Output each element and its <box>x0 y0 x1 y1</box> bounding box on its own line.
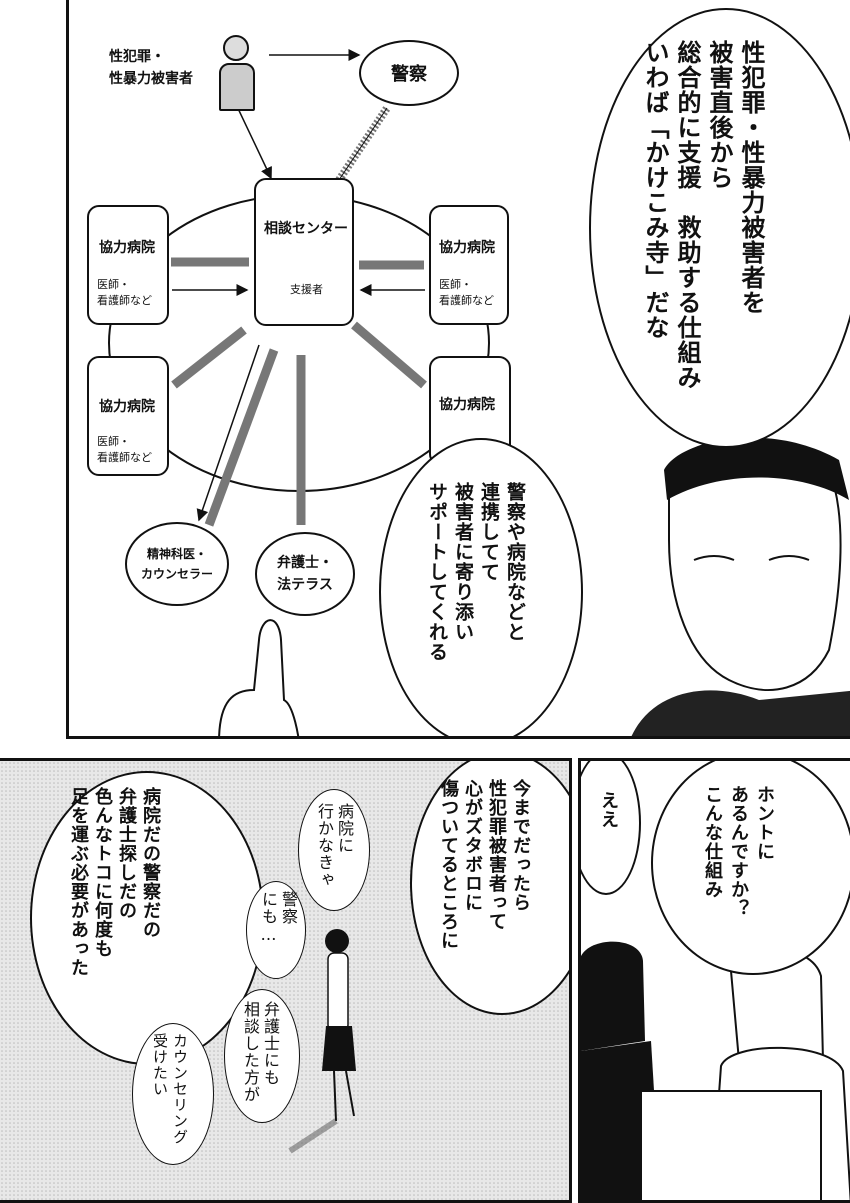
thought-text-police: 警察 にも… <box>259 891 298 945</box>
speech-text-question: ホントに あるんですか？ こんな仕組み <box>702 785 775 918</box>
lawyer-node: 弁護士・法テラス <box>255 532 355 616</box>
hospital-node-left-bottom: 協力病院 医師・看護師など <box>87 356 169 476</box>
victim-label: 性犯罪・ 性暴力被害者 <box>109 49 193 87</box>
speech-text-support: 警察や病院などと 連携してて 被害者に寄り添い サポートしてくれる <box>426 482 526 662</box>
pointing-hand-icon <box>218 619 300 736</box>
thought-bubble-counseling <box>132 1023 214 1165</box>
consultation-center-box: 相談センター 支援者 <box>254 178 354 326</box>
top-panel: 性犯罪・ 性暴力被害者 警察 相談センター 支援者 協力病院 医師・看護師など … <box>66 0 850 739</box>
speech-text-past2: 病院だの警察だの 弁護士探しだの 色んなトコに何度も 足を運ぶ必要があった <box>68 787 161 977</box>
hospital-node-right-top: 協力病院 医師・看護師など <box>429 205 509 325</box>
characters-illustration <box>581 941 850 1200</box>
thought-text-counseling: カウンセリング 受けたい <box>151 1033 189 1145</box>
speech-text-main: 性犯罪・性暴力被害者を 被害直後から 総合的に支援 救助する仕組み いわば「かけ… <box>641 40 765 390</box>
thought-bubble-police <box>246 881 306 979</box>
hospital-node-left-top: 協力病院 医師・看護師など <box>87 205 169 325</box>
speech-bubble-support <box>379 438 583 736</box>
police-node: 警察 <box>359 40 459 106</box>
speech-text-ee: ええ <box>598 791 619 829</box>
speech-bubble-main <box>589 8 850 448</box>
speech-bubble-past <box>410 761 569 1015</box>
psychiatrist-node: 精神科医・カウンセラー <box>125 522 229 606</box>
thought-bubble-lawyer <box>224 989 300 1123</box>
bottom-left-panel: 病院だの警察だの 弁護士探しだの 色んなトコに何度も 足を運ぶ必要があった 今ま… <box>0 758 572 1203</box>
diagram-lines <box>108 49 490 527</box>
speech-bubble-ee <box>581 761 641 895</box>
speech-text-past: 今までだったら 性犯罪被害者って 心がズタボロに 傷ついてるところに <box>438 779 531 950</box>
thought-text-hospital: 病院に 行かなきゃ <box>315 803 354 888</box>
person-icon <box>219 35 255 111</box>
speech-bubble-question <box>651 761 850 975</box>
man-illustration <box>631 437 850 736</box>
thought-text-lawyer: 弁護士にも 相談した方が <box>241 1001 280 1103</box>
bottom-right-panel: ホントに あるんですか？ こんな仕組み ええ <box>578 758 850 1203</box>
thought-bubble-hospital <box>298 789 370 911</box>
